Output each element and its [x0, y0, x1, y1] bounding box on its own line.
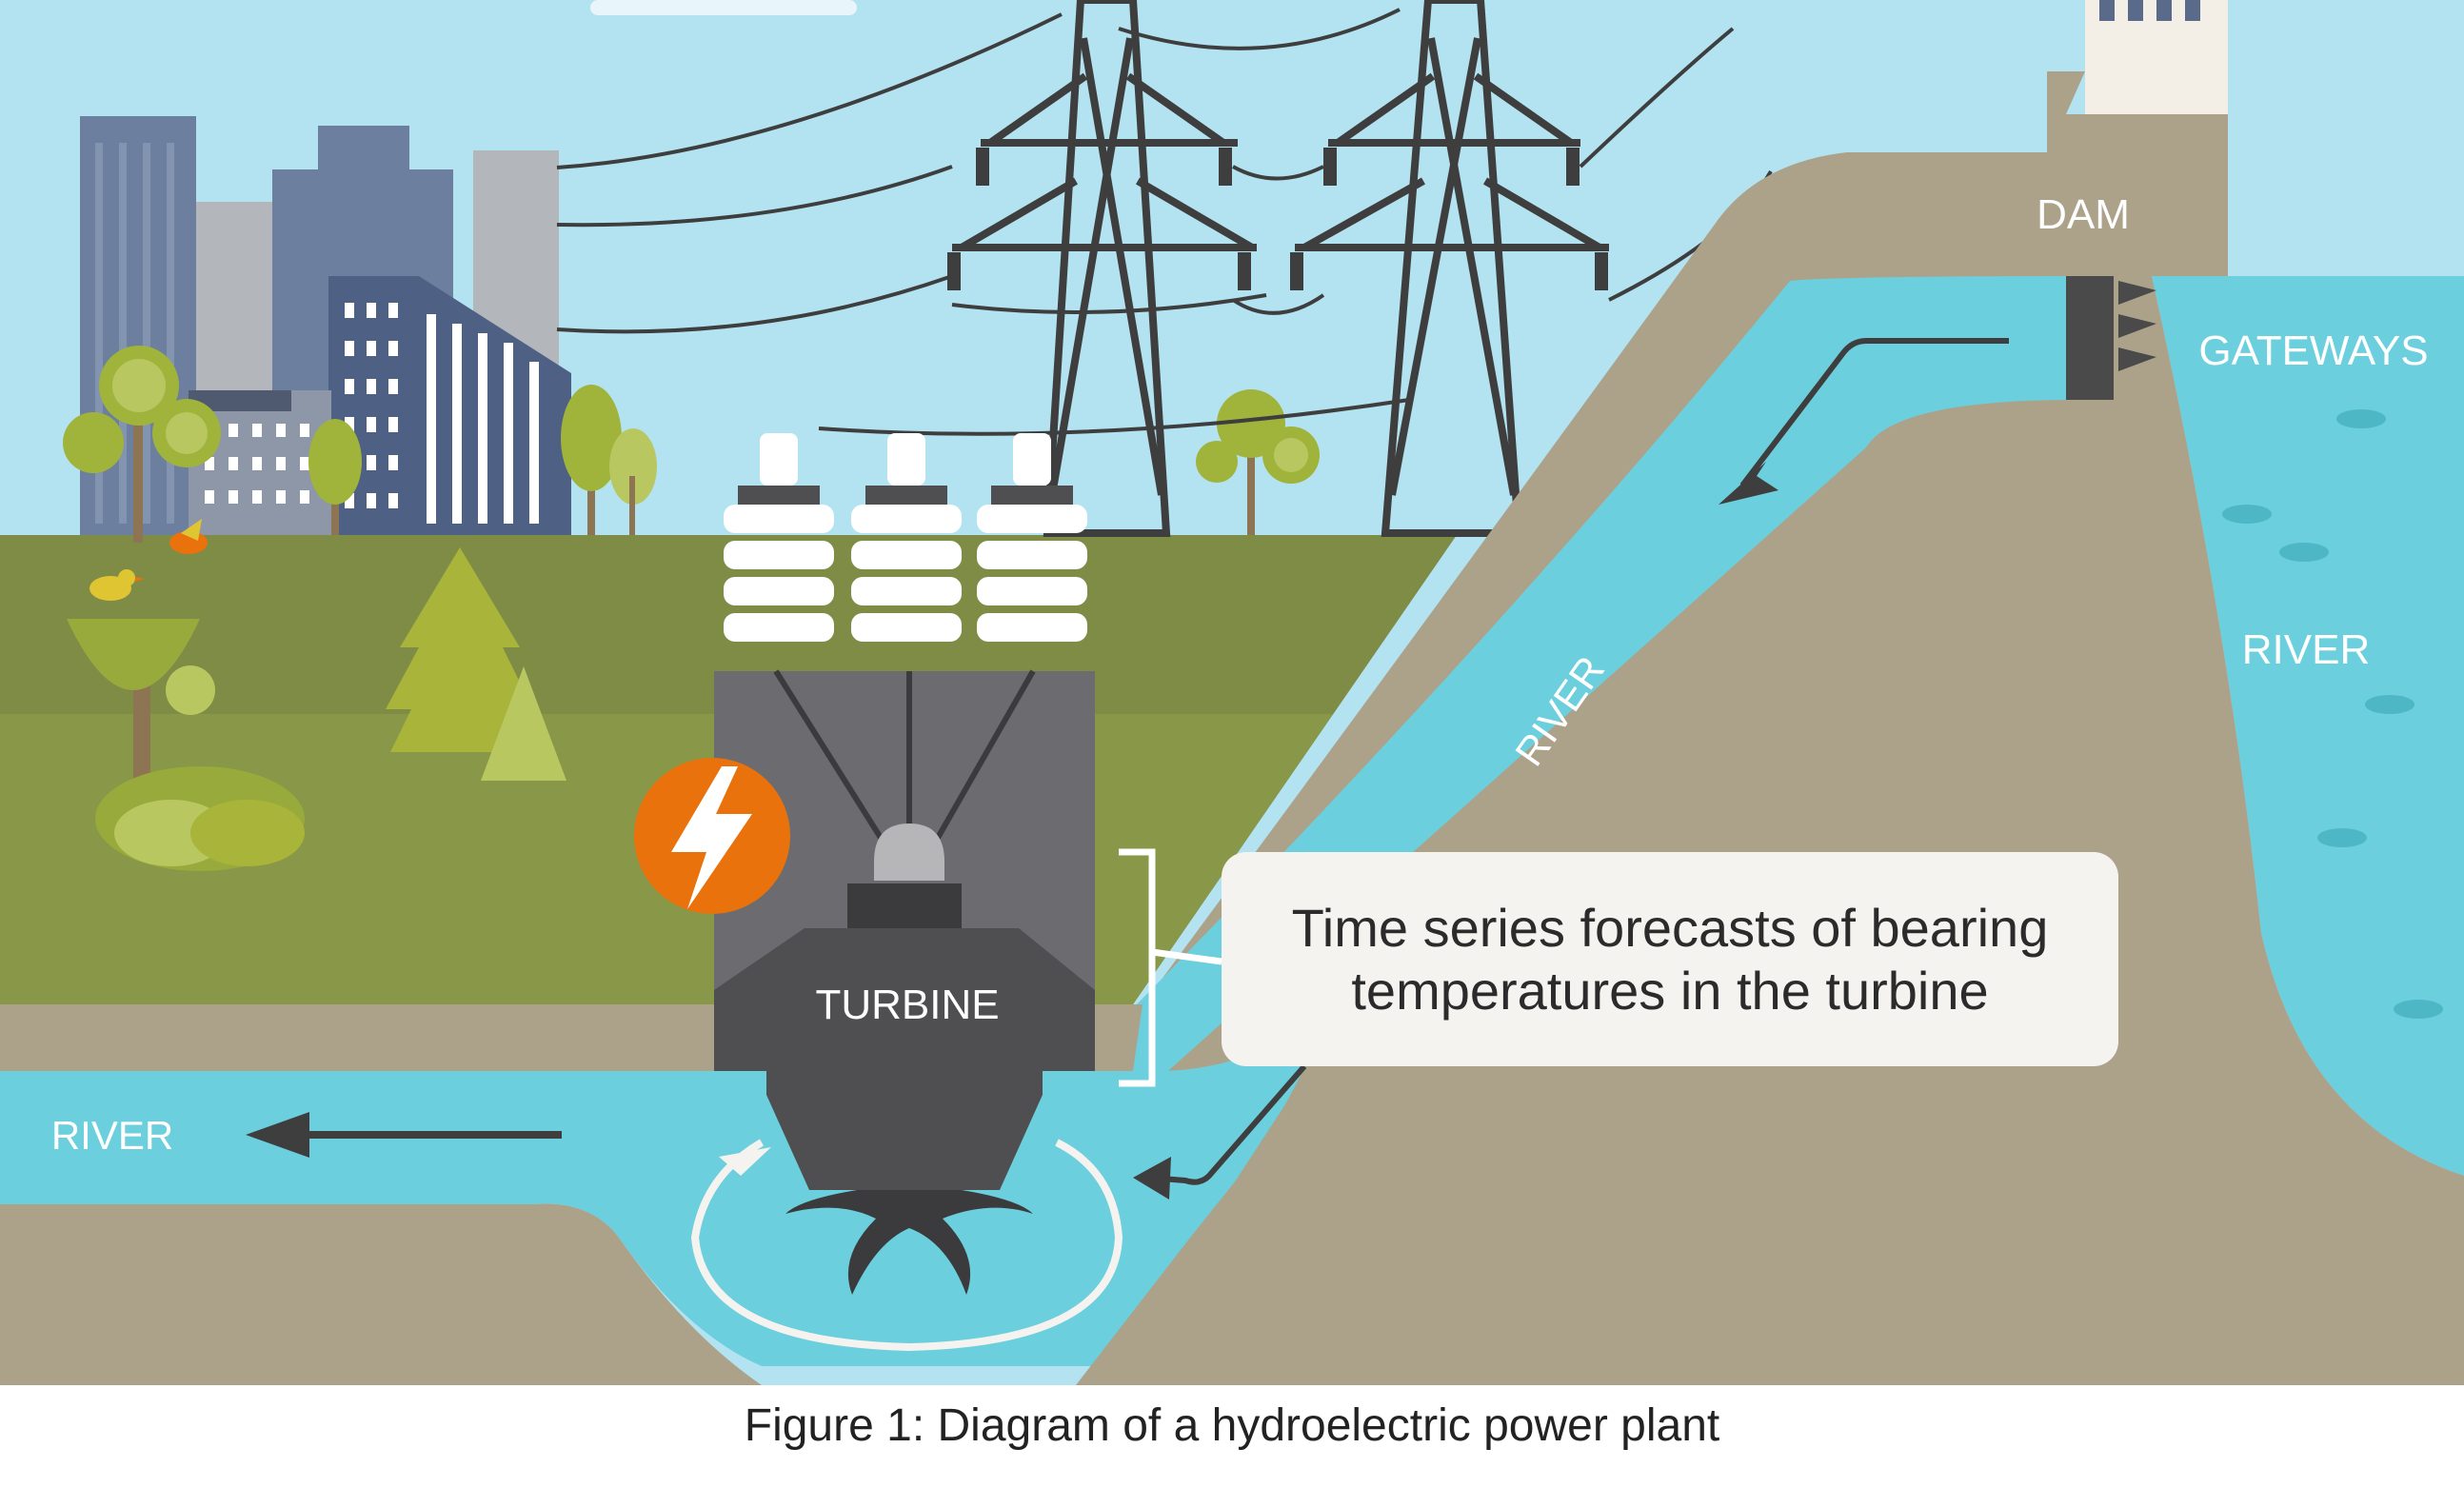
rotation-arrow [690, 1139, 1123, 1352]
figure-caption: Figure 1: Diagram of a hydroelectric pow… [744, 1400, 1720, 1451]
hydroelectric-plant-diagram: DAM GATEWAYS RIVER RIVER RIVER TURBINE [0, 0, 2464, 1385]
dam-top [2047, 114, 2228, 276]
gateway-fins [2118, 281, 2156, 371]
callout-line-1: Time series forecasts of bearing [1291, 897, 2049, 958]
power-lines [556, 8, 1773, 436]
fish [2222, 409, 2443, 1019]
lightning-icon [634, 758, 790, 914]
penstock-flow-arrow [1739, 338, 2009, 487]
river-reservoir-label: RIVER [2242, 626, 2370, 673]
birds [89, 519, 208, 601]
gateway-structure [2066, 276, 2114, 400]
inflow-arrow [1161, 1064, 1307, 1185]
callout-bracket [1119, 848, 1222, 1087]
transformer-insulators [724, 433, 1087, 642]
callout-line-2: temperatures in the turbine [1351, 960, 1989, 1021]
bearing-temperature-callout: Time series forecasts of bearing tempera… [1222, 852, 2118, 1066]
insulators [947, 148, 1608, 290]
cloud [590, 0, 857, 15]
river-outlet-label: RIVER [51, 1113, 173, 1158]
gateways-label: GATEWAYS [2198, 327, 2428, 374]
reservoir-water [1904, 276, 2464, 1176]
trees [63, 346, 1320, 871]
riverbank [0, 1203, 762, 1385]
turbine-label: TURBINE [815, 982, 999, 1028]
lower-river [0, 962, 1361, 1366]
dam-label: DAM [2037, 191, 2130, 238]
